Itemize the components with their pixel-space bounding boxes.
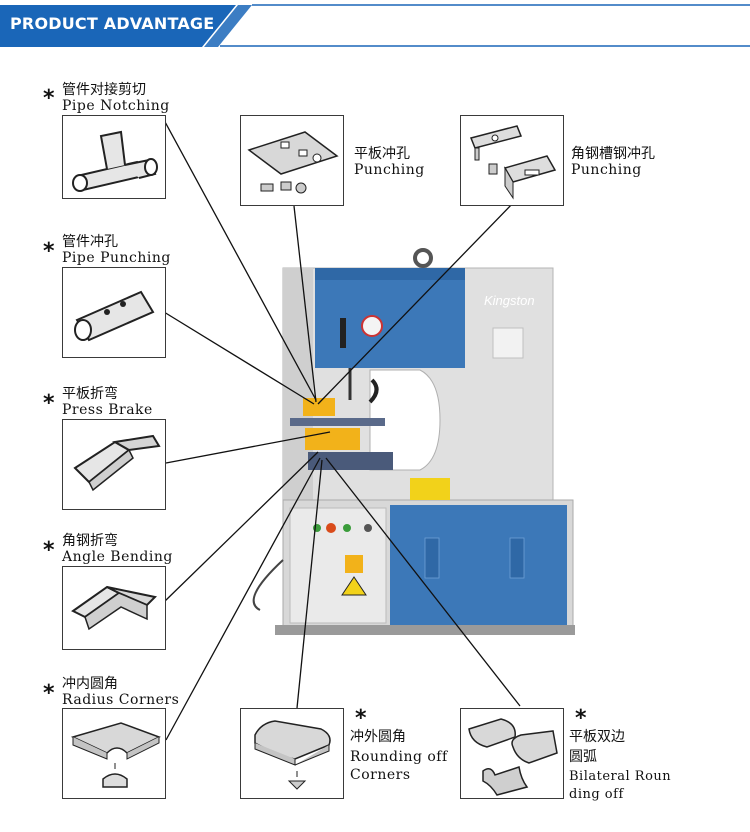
bilateral-cn-line2: 圆弧	[569, 749, 597, 765]
pipe-notching-cn-label: 管件对接剪切	[62, 82, 146, 98]
rounding-off-corners-image	[240, 708, 344, 799]
flat-punching-en-label: Punching	[354, 162, 425, 178]
star-icon: *	[575, 706, 587, 731]
press-brake-image	[62, 419, 166, 510]
press-brake-cn-label: 平板折弯	[62, 386, 118, 402]
star-icon: *	[43, 391, 55, 416]
angle-bending-image	[62, 566, 166, 650]
angle-channel-punching-image	[460, 115, 564, 206]
radius-corners-en-label: Radius Corners	[62, 692, 180, 708]
bilateral-cn-line1: 平板双边	[569, 729, 625, 745]
pipe-notching-en-label: Pipe Notching	[62, 98, 170, 114]
rounding-off-en-line2: Corners	[350, 767, 411, 783]
rounding-off-cn-label: 冲外圆角	[350, 729, 406, 745]
press-brake-en-label: Press Brake	[62, 402, 153, 418]
radius-corners-cn-label: 冲内圆角	[62, 676, 118, 692]
star-icon: *	[43, 538, 55, 563]
pipe-punching-en-label: Pipe Punching	[62, 250, 171, 266]
angle-bending-cn-label: 角钢折弯	[62, 533, 118, 549]
radius-corners-image	[62, 708, 166, 799]
angle-bending-en-label: Angle Bending	[62, 549, 173, 565]
brand-logo-text: Kingston	[484, 293, 535, 308]
star-icon: *	[43, 239, 55, 264]
angle-channel-punching-en-label: Punching	[571, 162, 642, 178]
flat-punching-cn-label: 平板冲孔	[354, 146, 410, 162]
banner-graphic	[0, 4, 750, 47]
pipe-punching-cn-label: 管件冲孔	[62, 234, 118, 250]
bilateral-en-line1: Bilateral Roun	[569, 769, 672, 784]
section-banner: PRODUCT ADVANTAGE	[0, 0, 750, 48]
bilateral-rounding-image	[460, 708, 564, 799]
pipe-punching-image	[62, 267, 166, 358]
bilateral-en-line2: ding off	[569, 787, 624, 802]
flat-punching-image	[240, 115, 344, 206]
rounding-off-en-line1: Rounding off	[350, 749, 448, 765]
angle-channel-punching-cn-label: 角钢槽钢冲孔	[571, 146, 655, 162]
star-icon: *	[43, 86, 55, 111]
star-icon: *	[355, 706, 367, 731]
star-icon: *	[43, 681, 55, 706]
pipe-notching-image	[62, 115, 166, 199]
banner-title: PRODUCT ADVANTAGE	[10, 14, 215, 33]
